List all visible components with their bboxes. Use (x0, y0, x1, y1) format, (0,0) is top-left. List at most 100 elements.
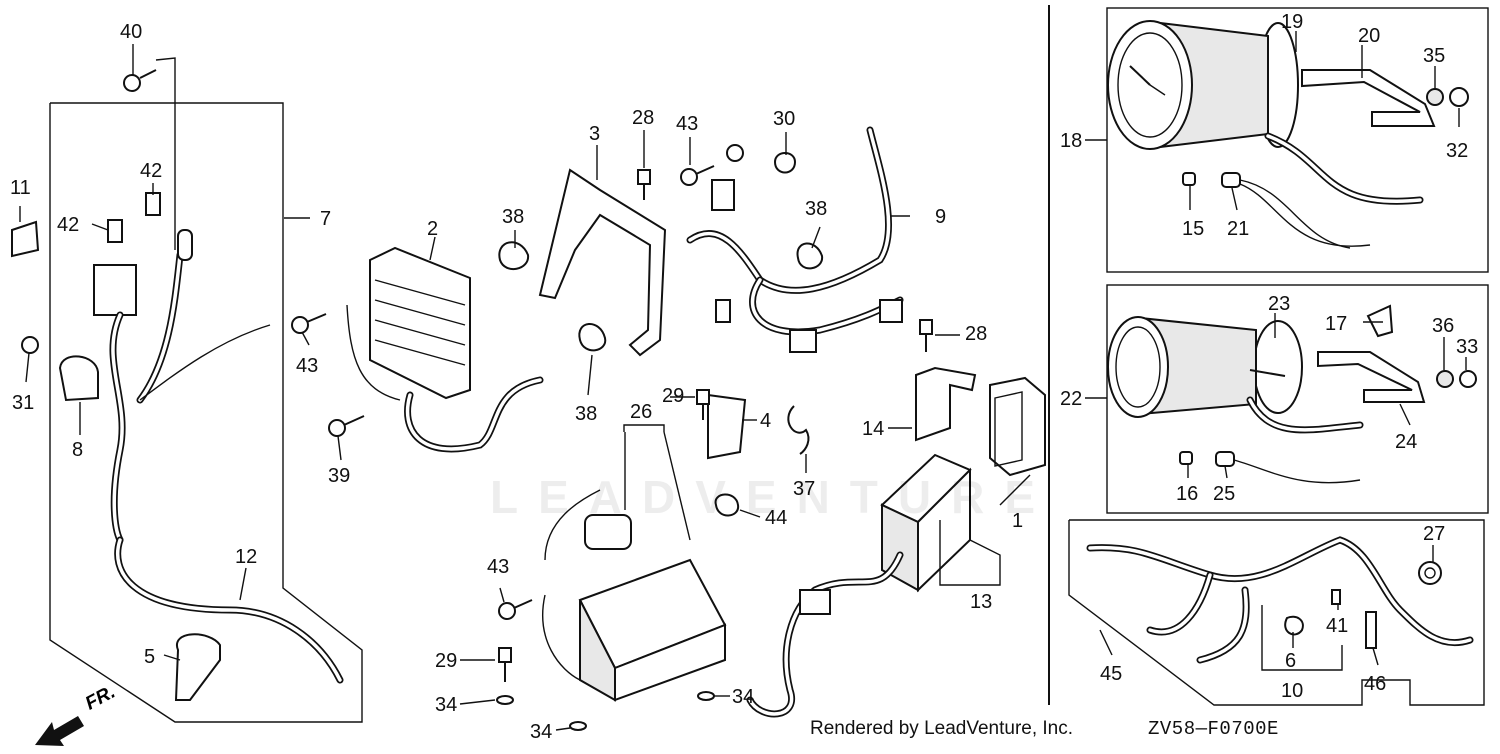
callout-43a: 43 (296, 355, 318, 377)
clip-44 (714, 493, 740, 517)
socket-21 (1221, 172, 1241, 188)
bolt-40 (123, 74, 141, 92)
callout-26: 26 (630, 401, 652, 423)
stay-14 (915, 366, 977, 442)
leader-lines (19, 31, 1467, 731)
bolt-28b (919, 319, 933, 335)
callout-11: 11 (10, 177, 31, 199)
cover-1 (989, 376, 1046, 477)
callout-28b: 28 (965, 323, 987, 345)
bolt-29b (498, 647, 512, 663)
nut-33 (1459, 370, 1477, 388)
callout-29b: 29 (435, 650, 457, 672)
callout-15: 15 (1182, 218, 1204, 240)
hourmeter-bracket (1317, 304, 1426, 403)
callout-32: 32 (1446, 140, 1468, 162)
callout-33: 33 (1456, 336, 1478, 358)
washer-34b (697, 691, 715, 701)
clip-38c (796, 242, 824, 270)
bulb-16 (1179, 451, 1193, 465)
washer-35 (1426, 88, 1444, 106)
stay-4 (707, 393, 747, 460)
callout-19: 19 (1281, 11, 1303, 33)
hourmeter-gauge (1107, 316, 1303, 418)
starter-relay-7 (93, 264, 137, 316)
callout-5: 5 (144, 646, 155, 668)
bolt-39 (328, 419, 346, 437)
callout-38c: 38 (805, 198, 827, 220)
sub-harness-box (1068, 519, 1485, 706)
callout-29a: 29 (662, 385, 684, 407)
callout-45: 45 (1100, 663, 1122, 685)
callout-9: 9 (935, 206, 946, 228)
washer-36 (1436, 370, 1454, 388)
clip-6 (1284, 615, 1304, 636)
callout-6: 6 (1285, 650, 1296, 672)
bracket-10 (1261, 605, 1343, 671)
bolt-43b (680, 168, 698, 186)
callout-38a: 38 (502, 206, 524, 228)
nut-32 (1449, 87, 1469, 107)
clip-38a (498, 241, 530, 270)
band-46 (1365, 611, 1377, 649)
callout-42b: 42 (57, 214, 79, 236)
callout-44: 44 (765, 507, 787, 529)
callout-2: 2 (427, 218, 438, 240)
bolt-29a (696, 389, 710, 405)
callout-8: 8 (72, 439, 83, 461)
callout-10: 10 (1281, 680, 1303, 702)
callout-24: 24 (1395, 431, 1417, 453)
front-direction-arrow-icon (35, 716, 84, 746)
tachometer-bracket (1301, 69, 1436, 127)
callout-41: 41 (1326, 615, 1348, 637)
diagram-code: ZV58—F0700E (1148, 718, 1279, 740)
regulator-rectifier (369, 246, 471, 400)
callout-40: 40 (120, 21, 142, 43)
callout-43c: 43 (487, 556, 509, 578)
callout-37: 37 (793, 478, 815, 500)
callout-43b: 43 (676, 113, 698, 135)
callout-23: 23 (1268, 293, 1290, 315)
callout-39: 39 (328, 465, 350, 487)
callout-36: 36 (1432, 315, 1454, 337)
washer-34c (569, 721, 587, 731)
callout-46: 46 (1364, 673, 1386, 695)
callout-20: 20 (1358, 25, 1380, 47)
grommet-27 (1418, 561, 1442, 585)
callout-1: 1 (1012, 510, 1023, 532)
callout-34c: 34 (530, 721, 552, 743)
clip-37 (787, 405, 810, 455)
callout-16: 16 (1176, 483, 1198, 505)
socket-25 (1215, 451, 1235, 467)
connector-41 (1331, 589, 1341, 605)
callout-21: 21 (1227, 218, 1249, 240)
callout-31: 31 (12, 392, 34, 414)
callout-18: 18 (1060, 130, 1082, 152)
watermark-text: LEADVENTURE (490, 471, 1056, 523)
callout-13: 13 (970, 591, 992, 613)
band-5 (174, 633, 221, 701)
callout-38b: 38 (575, 403, 597, 425)
fuse-42a (145, 192, 161, 216)
callout-12: 12 (235, 546, 257, 568)
fuse-42b (107, 219, 123, 243)
callout-34a: 34 (435, 694, 457, 716)
callout-34b: 34 (732, 686, 754, 708)
callout-labels: 1 2 3 4 5 6 7 8 9 10 11 12 13 14 15 16 1… (10, 11, 1478, 743)
main-harness-frame (49, 102, 363, 723)
relay-26 (584, 514, 632, 550)
bolt-28a (637, 169, 651, 185)
bulb-15 (1182, 172, 1196, 186)
mounting-bracket-3 (538, 168, 667, 357)
callout-27: 27 (1423, 523, 1445, 545)
control-unit (578, 558, 727, 702)
nut-31 (21, 336, 39, 354)
cap-8 (58, 355, 99, 402)
bolt-43a (291, 316, 309, 334)
render-credit: Rendered by LeadVenture, Inc. (810, 718, 1074, 739)
callout-42a: 42 (140, 160, 162, 182)
callout-28a: 28 (632, 107, 654, 129)
callout-4: 4 (760, 410, 771, 432)
